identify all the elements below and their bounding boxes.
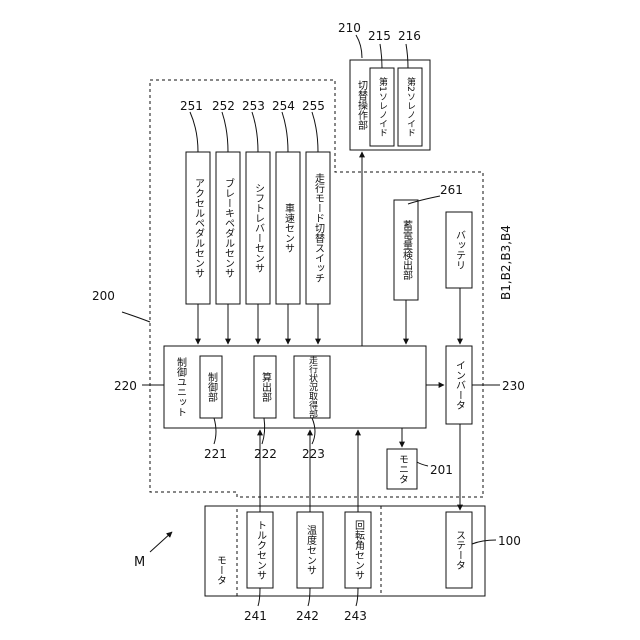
ref-242: 242 [296, 609, 319, 623]
ref-220: 220 [114, 379, 137, 393]
ref-254: 254 [272, 99, 295, 113]
ref-252: 252 [212, 99, 235, 113]
ref-221: 221 [204, 447, 227, 461]
label-controller: 制御部 [206, 371, 218, 403]
ref-243: 243 [344, 609, 367, 623]
label-calculator: 算出部 [260, 371, 272, 403]
ref-201: 201 [430, 463, 453, 477]
ref-210: 210 [338, 21, 361, 35]
label-brake-sensor: ブレーキペダルセンサ [223, 177, 235, 278]
label-monitor: モニタ [397, 454, 409, 484]
ref-251: 251 [180, 99, 203, 113]
ref-230: 230 [502, 379, 525, 393]
ref-255: 255 [302, 99, 325, 113]
marker-M: M [134, 555, 145, 570]
ref-215: 215 [368, 29, 391, 43]
ref-200: 200 [92, 289, 115, 303]
ref-223: 223 [302, 447, 325, 461]
label-control-unit: 制御ユニット [175, 356, 187, 417]
label-temp-sensor: 温度センサ [305, 525, 317, 575]
label-mode-switch: 走行モード切替スイッチ [313, 173, 325, 283]
label-accel-sensor: アクセルペダルセンサ [193, 178, 205, 278]
label-motor: モータ [215, 555, 227, 585]
ref-253: 253 [242, 99, 265, 113]
label-solenoid2: 第2ソレノイド [405, 76, 416, 137]
label-battery: バッテリ [454, 230, 466, 270]
ref-100: 100 [498, 534, 521, 548]
ref-241: 241 [244, 609, 267, 623]
ref-216: 216 [398, 29, 421, 43]
label-stator: ステータ [454, 530, 466, 570]
label-solenoid1: 第1ソレノイド [377, 76, 388, 137]
label-torque-sensor: トルクセンサ [255, 520, 267, 580]
label-state-acquirer: 走行状況取得部 [307, 355, 318, 419]
ref-261: 261 [440, 183, 463, 197]
control-unit-box [164, 346, 426, 428]
ref-222: 222 [254, 447, 277, 461]
device-boundary [150, 80, 483, 497]
label-switching-unit: 切替操作部 [356, 80, 368, 131]
label-shift-sensor: シフトレバーセンサ [253, 183, 265, 273]
label-charge-detector: 蓄電量検出部 [401, 220, 413, 281]
leader-lines [122, 35, 500, 606]
ref-batteries: B1,B2,B3,B4 [499, 225, 513, 300]
label-speed-sensor: 車速センサ [283, 202, 295, 253]
label-inverter: インバータ [454, 360, 466, 410]
label-angle-sensor: 回転角センサ [353, 520, 365, 580]
